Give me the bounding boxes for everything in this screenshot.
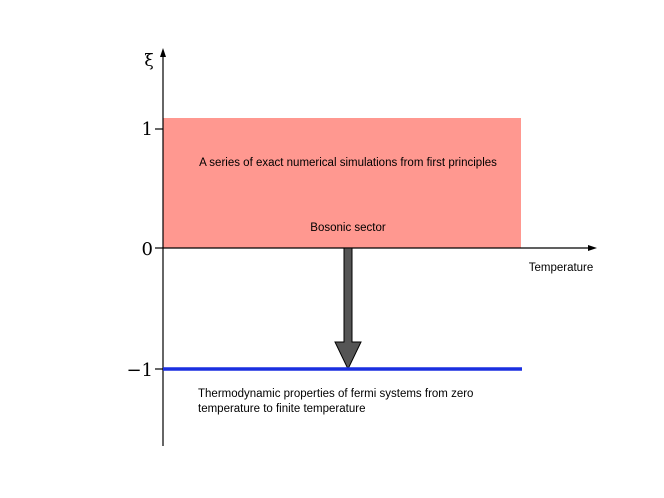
- fermi-description-line-1: Thermodynamic properties of fermi system…: [198, 388, 473, 400]
- down-arrow: [334, 247, 362, 371]
- y-axis-arrowhead: [160, 48, 166, 57]
- y-tick-label-minus-1: −1: [126, 360, 153, 381]
- fermi-description-line-2: temperature to finite temperature: [198, 403, 365, 415]
- bosonic-label: Bosonic sector: [310, 222, 386, 234]
- bosonic-description: A series of exact numerical simulations …: [199, 157, 497, 169]
- y-axis-symbol: ξ: [144, 51, 153, 71]
- y-tick-label-1: 1: [142, 119, 153, 140]
- bosonic-sector-region: [163, 118, 521, 248]
- x-axis-arrowhead: [588, 245, 597, 251]
- y-tick-label-0: 0: [142, 239, 153, 260]
- x-axis-label: Temperature: [529, 262, 594, 274]
